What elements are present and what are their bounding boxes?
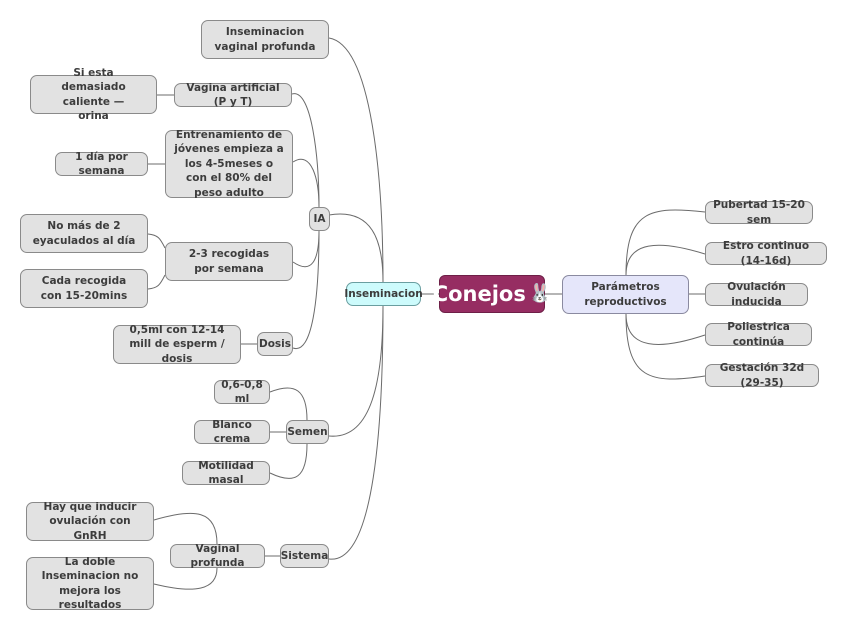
link-semen-06: [269, 387, 308, 421]
node-estro-continuo[interactable]: Estro continuo (14-16d): [705, 240, 827, 267]
link-semen-motilidad: [269, 443, 308, 479]
link-vaginal-doble: [153, 567, 218, 590]
node-semen[interactable]: Semen: [286, 420, 329, 444]
link-ins-ia: [328, 213, 384, 283]
link-ins-sistema: [328, 305, 384, 560]
node-pubertad[interactable]: Pubertad 15-20 sem: [705, 199, 813, 226]
rabbit-icon: 🐰: [528, 282, 552, 304]
node-ovulacion-inducida[interactable]: Ovulación inducida: [705, 281, 808, 308]
node-gestacion[interactable]: Gestación 32d (29-35): [705, 362, 819, 389]
link-recogidas-nomas: [147, 233, 166, 249]
node-vagina-artificial[interactable]: Vagina artificial (P y T): [174, 82, 292, 108]
node-blanco-crema[interactable]: Blanco crema: [194, 419, 270, 445]
node-no-mas-de-2-eyaculados[interactable]: No más de 2 eyaculados al día: [20, 214, 148, 253]
node-1-dia-por-semana[interactable]: 1 día por semana: [55, 151, 148, 177]
branch-inseminacion[interactable]: Inseminacion: [344, 282, 423, 306]
branch-parametros-reproductivos[interactable]: Parámetros reproductivos: [562, 275, 689, 314]
link-par-pubertad: [625, 209, 706, 276]
link-recogidas-cada: [147, 274, 166, 290]
link-par-gestacion: [625, 313, 706, 380]
node-cada-recogida[interactable]: Cada recogida con 15-20mins: [20, 269, 148, 308]
root-label: Conejos: [432, 281, 526, 306]
node-sistema[interactable]: Sistema: [280, 544, 329, 568]
node-si-esta-demasiado-caliente[interactable]: Si esta demasiado caliente — orina: [30, 67, 157, 122]
node-motilidad-masal[interactable]: Motilidad masal: [182, 460, 270, 486]
link-ia-dosis: [292, 230, 320, 350]
root-node-conejos[interactable]: Conejos 🐰: [433, 275, 551, 313]
link-par-poliestrica: [625, 313, 706, 345]
node-poliestrica[interactable]: Poliestrica continúa: [705, 321, 812, 348]
node-ia[interactable]: IA: [309, 207, 330, 231]
node-vaginal-profunda[interactable]: Vaginal profunda: [170, 543, 265, 569]
node-06-08-ml[interactable]: 0,6-0,8 ml: [214, 379, 270, 405]
link-ia-vagina-artificial: [291, 93, 320, 208]
link-ia-recogidas: [292, 230, 320, 268]
node-05ml-dosis[interactable]: 0,5ml con 12-14 mill de esperm / dosis: [113, 324, 241, 365]
node-inseminacion-vaginal-profunda[interactable]: Inseminacion vaginal profunda: [201, 20, 329, 59]
link-par-estro: [625, 244, 706, 276]
node-doble-inseminacion[interactable]: La doble Inseminacion no mejora los resu…: [26, 556, 154, 611]
link-ins-semen: [328, 305, 384, 437]
link-vaginal-hay: [153, 512, 218, 545]
node-dosis[interactable]: Dosis: [257, 332, 293, 356]
node-entrenamiento[interactable]: Entrenamiento de jóvenes empieza a los 4…: [165, 129, 293, 199]
node-hay-que-inducir-ovulacion[interactable]: Hay que inducir ovulación con GnRH: [26, 501, 154, 542]
link-ia-entrenamiento: [292, 158, 320, 208]
node-2-3-recogidas[interactable]: 2-3 recogidas por semana: [165, 242, 293, 281]
link-ins-vaginal-profunda: [328, 37, 384, 283]
